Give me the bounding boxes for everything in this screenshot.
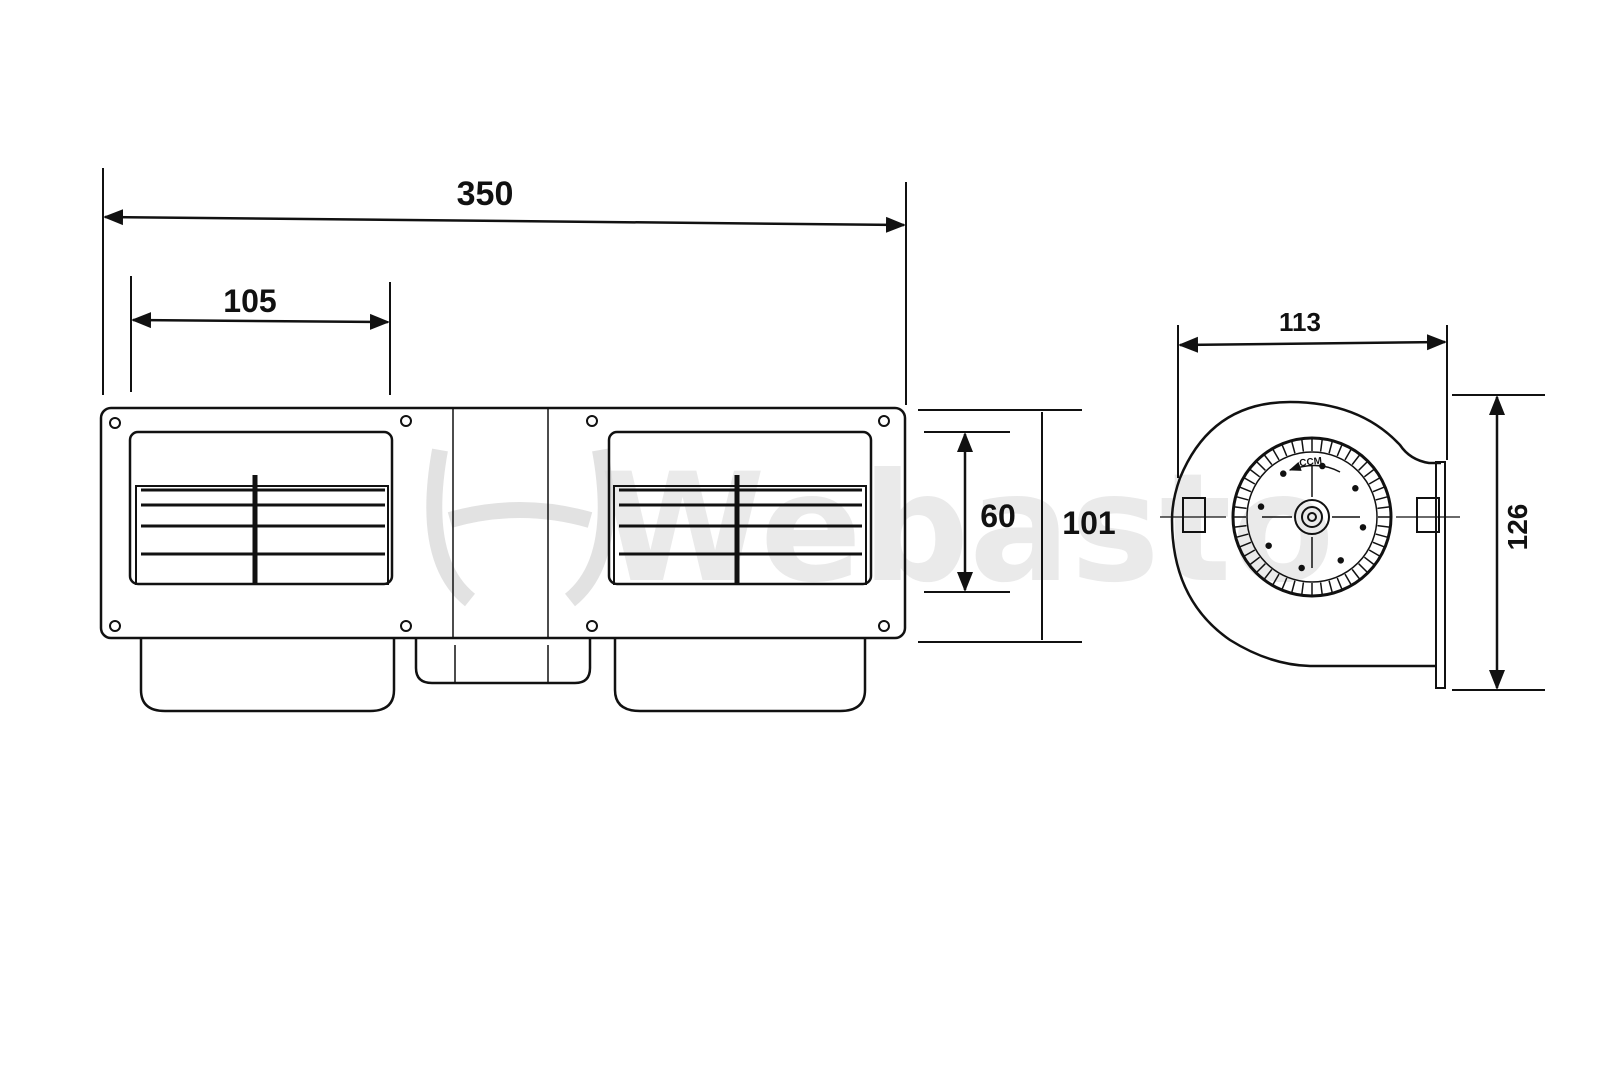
impeller-blade bbox=[1281, 577, 1288, 590]
impeller-blade bbox=[1336, 444, 1343, 457]
impeller-rivet bbox=[1359, 524, 1367, 531]
impeller-blade bbox=[1319, 439, 1323, 452]
impeller-blade bbox=[1368, 477, 1380, 485]
front-view bbox=[99, 406, 907, 713]
impeller-rivet bbox=[1265, 542, 1272, 549]
volute-housing bbox=[1170, 400, 1441, 668]
impeller-blade bbox=[1351, 454, 1361, 466]
impeller-blade bbox=[1234, 524, 1247, 528]
impeller-blade bbox=[1272, 449, 1280, 461]
dim-side-width: 113 bbox=[1177, 307, 1448, 478]
dim-side-height: 126 bbox=[1452, 394, 1545, 691]
watermark-logo: Webasto bbox=[426, 442, 1334, 616]
impeller-blade bbox=[1249, 468, 1261, 478]
impeller-blade bbox=[1234, 506, 1247, 510]
dim-housing-height-label: 101 bbox=[1062, 505, 1115, 541]
impeller-blade bbox=[1244, 549, 1256, 557]
dim-outlet-width: 105 bbox=[130, 276, 391, 395]
impeller-blade bbox=[1263, 568, 1273, 580]
impeller-rivet bbox=[1280, 470, 1287, 477]
impeller-blades bbox=[1234, 439, 1390, 595]
impeller-blade bbox=[1351, 568, 1361, 580]
impeller-blade bbox=[1377, 524, 1390, 528]
impeller-blade bbox=[1336, 577, 1343, 590]
left-scroll-housing bbox=[139, 638, 396, 713]
impeller-blade bbox=[1319, 582, 1323, 595]
impeller-inner bbox=[1246, 451, 1378, 583]
housing-plate bbox=[99, 406, 907, 640]
dim-outlet-height-label: 60 bbox=[980, 498, 1016, 534]
mounting-holes bbox=[109, 415, 890, 632]
rotation-label: CCM bbox=[1299, 456, 1323, 469]
dim-outlet-height: 60 bbox=[924, 431, 1016, 593]
impeller-blade bbox=[1236, 496, 1249, 501]
impeller-blade bbox=[1249, 556, 1261, 566]
rotation-arrow bbox=[1288, 461, 1341, 473]
right-scroll-housing bbox=[613, 638, 867, 713]
impeller-blade bbox=[1377, 506, 1390, 510]
left-outlet bbox=[128, 430, 394, 586]
impeller-rivet bbox=[1352, 485, 1359, 492]
side-flange bbox=[1435, 461, 1446, 689]
impeller-blade bbox=[1281, 444, 1288, 457]
watermark-text: Webasto bbox=[600, 442, 1334, 616]
impeller-blade bbox=[1368, 549, 1380, 557]
motor-body bbox=[414, 638, 592, 685]
impeller-blade bbox=[1301, 439, 1305, 452]
impeller-blade bbox=[1301, 582, 1305, 595]
impeller-blade bbox=[1244, 477, 1256, 485]
impeller-rivet bbox=[1298, 564, 1305, 572]
impeller-blade bbox=[1328, 441, 1333, 454]
impeller-blade bbox=[1239, 541, 1252, 548]
impeller-blade bbox=[1375, 496, 1388, 501]
impeller-blade bbox=[1291, 441, 1296, 454]
impeller-blade bbox=[1256, 461, 1266, 471]
impeller-rivet bbox=[1257, 503, 1265, 510]
impeller-rivet bbox=[1337, 557, 1344, 564]
dim-overall-width-label: 350 bbox=[457, 175, 514, 213]
impeller-blade bbox=[1363, 556, 1375, 566]
side-view bbox=[1160, 400, 1460, 689]
impeller-blade bbox=[1291, 580, 1296, 593]
dim-outlet-width-label: 105 bbox=[223, 283, 276, 319]
impeller-blade bbox=[1372, 486, 1385, 493]
impeller-blade bbox=[1256, 563, 1266, 573]
dim-housing-height: 101 bbox=[918, 409, 1116, 643]
impeller-blade bbox=[1239, 486, 1252, 493]
impeller-blade bbox=[1344, 573, 1352, 585]
impeller-blade bbox=[1272, 573, 1280, 585]
impeller-blade bbox=[1263, 454, 1273, 466]
dim-side-width-label: 113 bbox=[1279, 307, 1321, 337]
impeller-blade bbox=[1344, 449, 1352, 461]
impeller-blade bbox=[1236, 533, 1249, 538]
impeller-blade bbox=[1375, 533, 1388, 538]
dim-overall-width: 350 bbox=[102, 168, 907, 405]
impeller-blade bbox=[1358, 461, 1368, 471]
right-outlet bbox=[607, 430, 873, 586]
dim-side-height-label: 126 bbox=[1502, 504, 1533, 551]
impeller-blade bbox=[1328, 580, 1333, 593]
impeller-blade bbox=[1372, 541, 1385, 548]
impeller-blade bbox=[1358, 563, 1368, 573]
impeller-blade bbox=[1363, 468, 1375, 478]
impeller-outer bbox=[1231, 436, 1393, 598]
